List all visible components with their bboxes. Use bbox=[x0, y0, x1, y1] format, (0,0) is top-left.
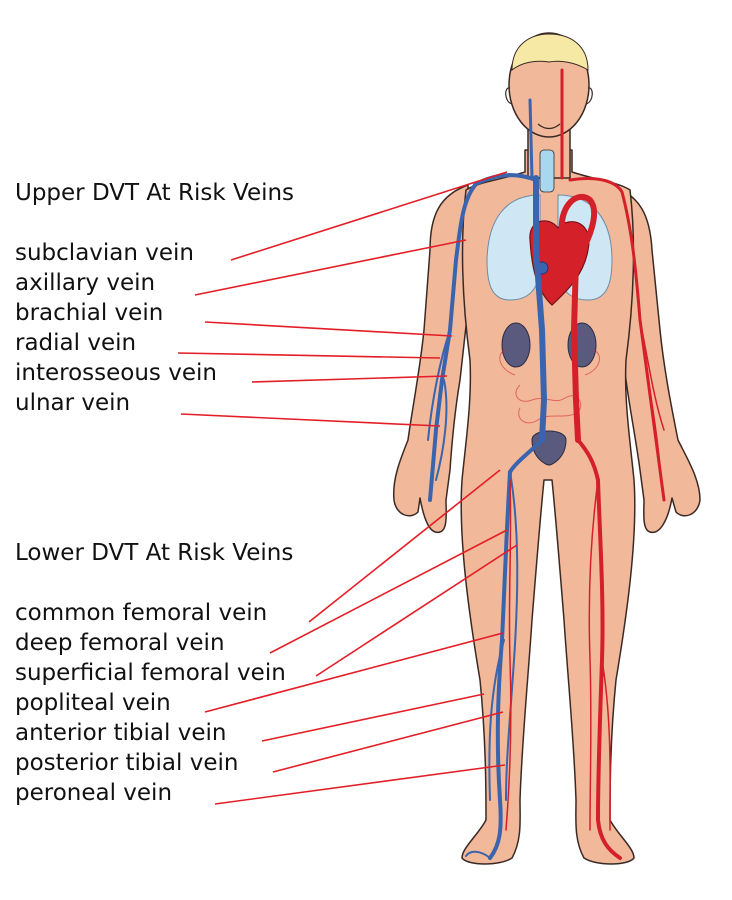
label-radial-vein: radial vein bbox=[15, 330, 137, 356]
subclavian-vein-line bbox=[474, 173, 538, 186]
label-anterior-tibial-vein: anterior tibial vein bbox=[15, 720, 227, 746]
mouth-icon bbox=[537, 123, 561, 130]
label-axillary-vein: axillary vein bbox=[15, 270, 156, 296]
label-posterior-tibial-vein: posterior tibial vein bbox=[15, 750, 239, 776]
leader-superficial-femoral bbox=[315, 544, 518, 677]
lung-right-shape bbox=[486, 194, 541, 301]
right-arm-shape bbox=[392, 184, 471, 534]
label-subclavian-vein: subclavian vein bbox=[15, 240, 195, 266]
label-ulnar-vein: ulnar vein bbox=[15, 390, 131, 416]
leader-interosseous bbox=[251, 375, 448, 383]
leader-subclavian bbox=[230, 171, 508, 261]
label-superficial-femoral-vein: superficial femoral vein bbox=[15, 660, 286, 686]
leader-deep-femoral bbox=[269, 529, 508, 654]
leader-axillary bbox=[194, 239, 467, 296]
upper-heading: Upper DVT At Risk Veins bbox=[15, 180, 295, 206]
leader-common-femoral bbox=[308, 469, 501, 623]
lower-heading: Lower DVT At Risk Veins bbox=[15, 540, 294, 566]
arm-vein-branch-line bbox=[427, 329, 451, 481]
leg-artery-branch-line bbox=[588, 479, 611, 831]
left-leg-artery-line bbox=[505, 479, 512, 831]
leader-anterior-tibial bbox=[261, 693, 485, 742]
leader-posterior-tibial bbox=[272, 711, 504, 773]
arm-artery-line bbox=[568, 177, 666, 502]
label-deep-femoral-vein: deep femoral vein bbox=[15, 630, 225, 656]
label-brachial-vein: brachial vein bbox=[15, 300, 164, 326]
leg-vein-line bbox=[488, 470, 512, 860]
arm-vein-line bbox=[428, 182, 478, 502]
arm-artery-branch-line bbox=[639, 319, 665, 491]
leg-vein-branch-line bbox=[465, 471, 519, 859]
leader-brachial bbox=[204, 321, 453, 337]
intestines-shape bbox=[499, 349, 600, 424]
leader-ulnar bbox=[180, 413, 441, 427]
label-interosseous-vein: interosseous vein bbox=[15, 360, 217, 386]
ear-right-icon bbox=[585, 87, 593, 105]
leader-popliteal bbox=[204, 632, 504, 713]
jugular-vein-line bbox=[528, 98, 534, 180]
ear-left-icon bbox=[505, 87, 513, 105]
trachea-shape bbox=[539, 149, 555, 193]
vena-cava-line bbox=[533, 175, 548, 443]
aorta-line bbox=[558, 193, 597, 443]
iliac-artery-line bbox=[576, 438, 600, 482]
kidney-right-shape bbox=[501, 322, 531, 368]
leg-artery-line bbox=[595, 478, 622, 860]
label-popliteal-vein: popliteal vein bbox=[15, 690, 171, 716]
arteries bbox=[505, 68, 666, 860]
leader-radial bbox=[177, 352, 441, 359]
label-common-femoral-vein: common femoral vein bbox=[15, 600, 268, 626]
veins bbox=[427, 98, 548, 860]
label-peroneal-vein: peroneal vein bbox=[15, 780, 173, 806]
leader-lines bbox=[177, 171, 518, 805]
hair-shape bbox=[511, 33, 589, 72]
iliac-vein-line bbox=[508, 438, 544, 474]
leader-peroneal bbox=[214, 764, 506, 805]
